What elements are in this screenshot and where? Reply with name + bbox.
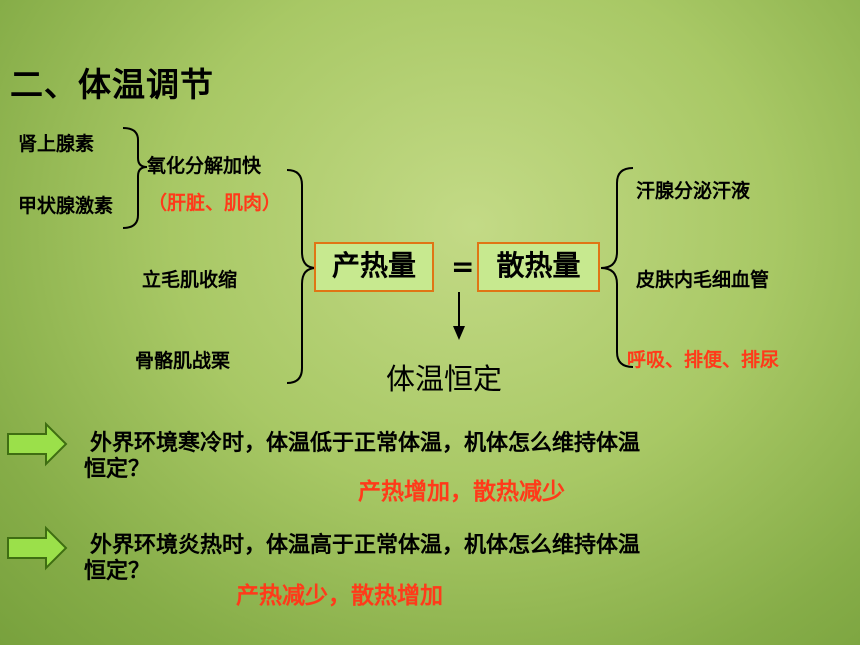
shivering-label: 骨骼肌战栗 [135, 350, 231, 372]
hormone-thyroxine: 甲状腺激素 [18, 195, 114, 217]
page-title: 二、体温调节 [10, 65, 214, 104]
block-arrow-icon [7, 421, 68, 467]
heat-production-box: 产热量 [314, 242, 434, 292]
answer-cold: 产热增加，散热减少 [358, 479, 565, 505]
right-brace [600, 167, 634, 368]
question-cold: 外界环境寒冷时，体温低于正常体温，机体怎么维持体温 恒定？ [84, 431, 640, 483]
sweat-label: 汗腺分泌汗液 [636, 180, 751, 202]
question-cold-line1: 外界环境寒冷时，体温低于正常体温，机体怎么维持体温 [90, 431, 641, 456]
question-hot-line1: 外界环境炎热时，体温高于正常体温，机体怎么维持体温 [90, 533, 641, 558]
down-arrow-icon [453, 292, 465, 340]
heat-dissipation-box: 散热量 [477, 242, 600, 292]
equals-sign: = [451, 250, 475, 283]
hormone-brace [122, 127, 148, 229]
question-hot: 外界环境炎热时，体温高于正常体温，机体怎么维持体温 恒定？ [84, 533, 640, 585]
organs-label: （肝脏、肌肉） [148, 192, 282, 214]
question-hot-line2: 恒定？ [84, 559, 151, 584]
other-routes-label: 呼吸、排便、排尿 [627, 349, 780, 371]
block-arrow-icon [7, 525, 68, 571]
oxidation-label: 氧化分解加快 [147, 155, 262, 177]
question-cold-line2: 恒定？ [84, 457, 151, 482]
piloerection-label: 立毛肌收缩 [142, 269, 238, 291]
hormone-adrenaline: 肾上腺素 [18, 133, 95, 155]
answer-hot: 产热减少，散热增加 [236, 583, 443, 609]
capillaries-label: 皮肤内毛细血管 [636, 269, 770, 291]
body-temperature-stable: 体温恒定 [386, 362, 503, 396]
left-brace [286, 169, 317, 384]
